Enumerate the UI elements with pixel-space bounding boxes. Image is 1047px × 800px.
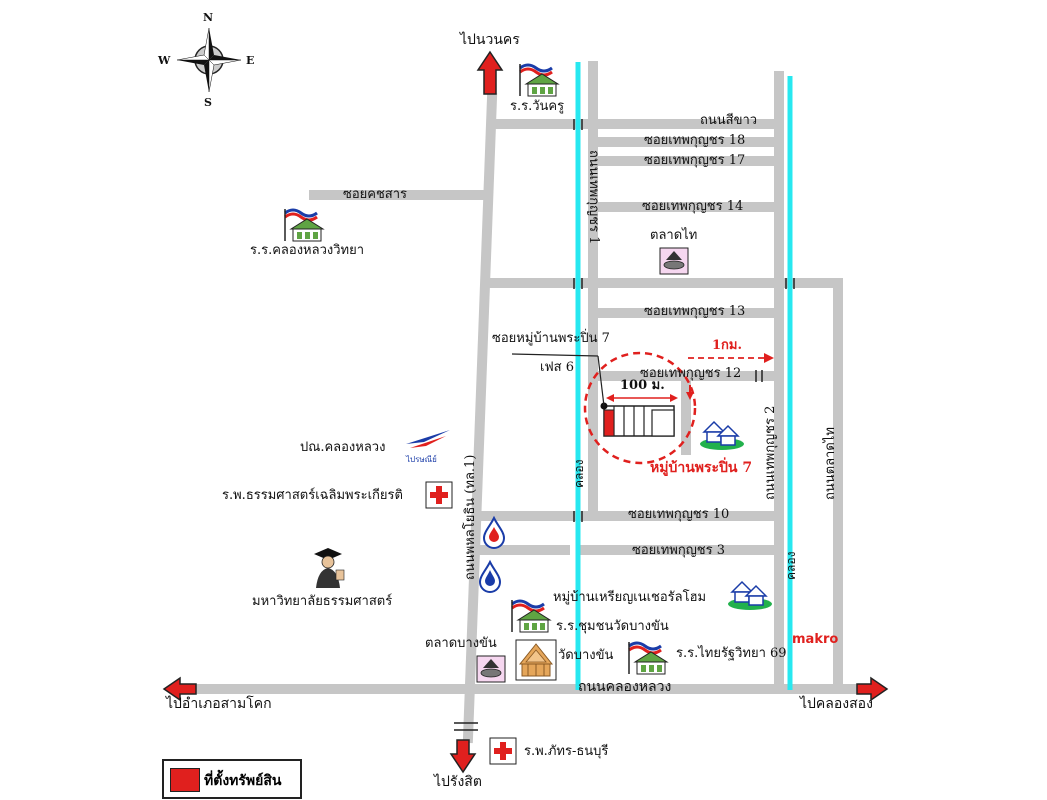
direction-arrows	[162, 50, 889, 774]
gas-station-icon-1	[482, 515, 506, 549]
compass-north-label: N	[203, 11, 214, 24]
village-icon-rian	[728, 580, 772, 610]
label-khlong-luang-rd: ถนนคลองหลวง	[578, 679, 672, 695]
label-canal-1: คลอง	[572, 460, 586, 488]
label-phrapin-village: หมู่บ้านพระปิ่น 7	[650, 460, 753, 476]
label-soi-3: ซอยเทพกุญชร 3	[632, 543, 725, 558]
label-post-logo: ไปรษณีย์	[406, 455, 437, 464]
compass-east-label: E	[246, 54, 255, 67]
label-wankru-school: ร.ร.วันครู	[510, 99, 565, 114]
arrow-east	[856, 676, 889, 702]
callout-soi-phrapin: ซอยหมู่บ้านพระปิ่น 7	[492, 331, 610, 346]
hospital-icon-phatara	[489, 737, 517, 765]
property-location	[511, 351, 774, 465]
label-talad-bangkhan: ตลาดบางขัน	[425, 636, 497, 651]
gas-station-icon-2	[478, 559, 502, 593]
label-thammasat-univ: มหาวิทยาลัยธรรมศาสตร์	[252, 594, 393, 609]
label-soi-13: ซอยเทพกุญชร 13	[644, 304, 746, 319]
label-rian-village: หมู่บ้านเหรียญเนเชอรัลโฮม	[553, 590, 707, 605]
label-thep-kunchon-2: ถนนเทพกุญชร 2	[763, 406, 778, 500]
location-circle	[583, 351, 697, 465]
compass-icon	[176, 27, 242, 93]
post-office-icon	[406, 430, 450, 448]
distance-1km: 1กม.	[712, 338, 743, 353]
market-icon-bangkhan	[476, 655, 506, 683]
hospital-icon-thammasat	[425, 481, 453, 509]
label-soi-14: ซอยเทพกุญชร 14	[642, 199, 744, 214]
direction-east-label: ไปคลองสอง	[800, 696, 873, 712]
distance-100m: 100 ม.	[620, 378, 665, 393]
temple-icon	[515, 639, 557, 681]
label-soi-khotsan: ซอยคชสาร	[343, 187, 407, 202]
legend-label: ที่ตั้งทรัพย์สิน	[204, 773, 282, 789]
label-soi-12: ซอยเทพกุญชร 12	[640, 366, 742, 381]
arrow-south	[449, 739, 477, 774]
label-soi-18: ซอยเทพกุญชร 18	[644, 133, 746, 148]
canals	[575, 62, 793, 690]
school-icon-khlongluang	[284, 208, 325, 242]
road-phahonyothin	[462, 92, 498, 744]
arrow-north	[476, 50, 504, 95]
direction-south-label: ไปรังสิต	[434, 774, 482, 790]
label-thairat-school: ร.ร.ไทยรัฐวิทยา 69	[676, 646, 787, 661]
compass-south-label: S	[204, 96, 212, 109]
university-icon	[314, 548, 345, 588]
school-icon-chumchon	[511, 599, 552, 633]
label-phahonyothin: ถนนพหลโยธิน (ทล.1)	[462, 455, 478, 580]
legend-property-swatch	[170, 768, 200, 792]
label-soi-17: ซอยเทพกุญชร 17	[644, 153, 746, 168]
label-canal-2: คลอง	[784, 552, 798, 580]
label-soi-silkhao: ถนนสีขาว	[700, 113, 758, 128]
bridge-marks	[454, 119, 795, 731]
legend: ที่ตั้งทรัพย์สิน	[162, 759, 302, 799]
school-icon-thairat	[628, 641, 669, 675]
label-talad-thai-rd: ถนนตลาดไท	[822, 427, 838, 500]
label-phatara-hospital: ร.พ.ภัทร-ธนบุรี	[524, 744, 609, 759]
label-khlongluang-school: ร.ร.คลองหลวงวิทยา	[250, 243, 365, 258]
label-chumchon-school: ร.ร.ชุมชนวัดบางขัน	[556, 619, 669, 634]
direction-west-label: ไปอำเภอสามโคก	[166, 696, 272, 712]
compass-west-label: W	[158, 54, 171, 67]
callout-phase: เฟส 6	[540, 360, 574, 375]
direction-north-label: ไปนวนคร	[460, 32, 520, 48]
village-icon-phrapin	[700, 420, 744, 450]
label-wat-bangkhan: วัดบางขัน	[558, 648, 614, 663]
road-network	[173, 61, 877, 744]
label-soi-10: ซอยเทพกุญชร 10	[628, 507, 730, 522]
arrow-west	[162, 676, 197, 702]
label-makro: makro	[792, 632, 839, 647]
label-talad-thai: ตลาดไท	[650, 228, 698, 243]
label-post-office: ปณ.คลองหลวง	[300, 440, 386, 455]
market-icon-talad-thai	[659, 247, 689, 275]
label-thep-kunchon-1: ถนนเทพกุญชร 1	[586, 150, 601, 244]
school-icon-wankru	[519, 63, 560, 97]
property-marker	[603, 409, 615, 437]
label-hospital-thammasat: ร.พ.ธรรมศาสตร์เฉลิมพระเกียรติ	[222, 488, 403, 503]
